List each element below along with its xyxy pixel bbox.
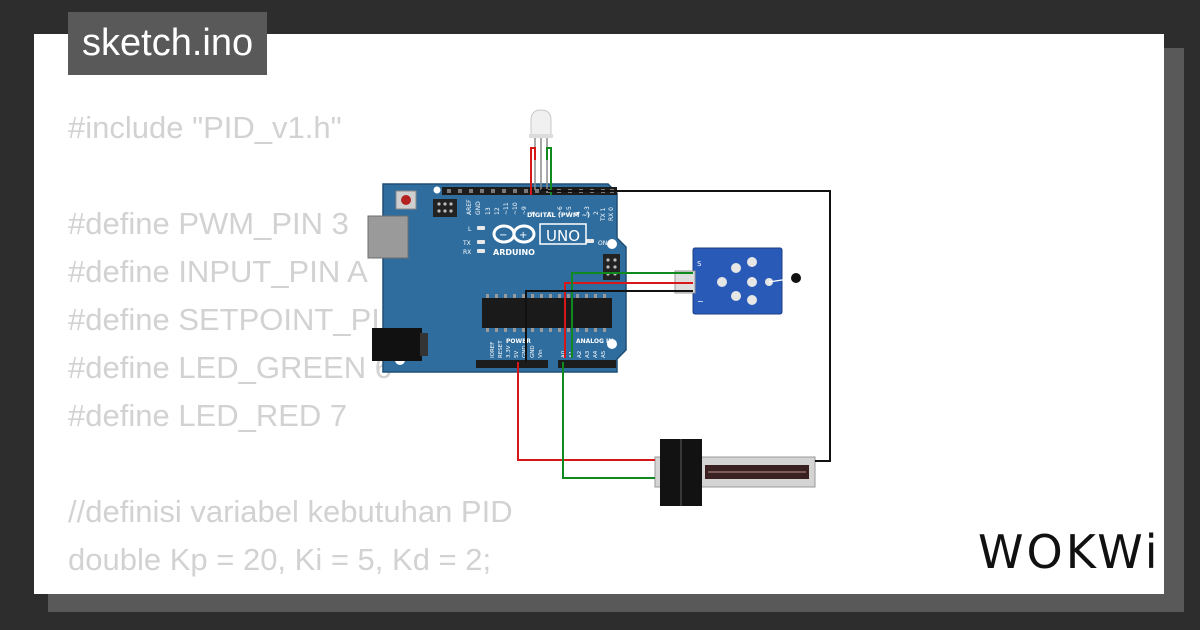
wire-sensor-vcc — [564, 282, 693, 358]
pin-label: AREF — [466, 199, 473, 215]
wire-led-red — [530, 147, 536, 195]
thermistor-icon — [791, 273, 801, 283]
wire-sensor-ground — [525, 290, 693, 362]
pin-label: ~9 — [521, 206, 528, 215]
code-line: //definisi variabel kebutuhan PID — [68, 494, 513, 529]
digital-pin-labels: AREF GND 13 12 ~11 ~10 ~9 8 7 ~6 ~5 4 ~3… — [466, 199, 615, 222]
led-tx-label: TX — [462, 240, 471, 247]
led-rx — [477, 249, 485, 253]
pin-label: A5 — [601, 350, 607, 358]
pin-label: 7 — [548, 211, 555, 215]
usb-connector — [367, 215, 409, 259]
pin-label: GND — [475, 201, 482, 215]
pin-label: IOREF — [490, 342, 496, 358]
led-on — [586, 239, 594, 243]
code-line: #define PWM_PIN 3 — [68, 206, 349, 241]
code-line: #define SETPOINT_PI — [68, 302, 380, 337]
mounting-hole — [433, 186, 441, 194]
sensor-pin-minus: − — [697, 297, 704, 306]
icsp-right-header — [603, 254, 620, 280]
power-jack — [372, 328, 422, 361]
digital-label: DIGITAL (PWM ~) — [527, 211, 590, 219]
svg-text:−: − — [499, 230, 507, 241]
pin-label: ~5 — [566, 206, 573, 215]
icsp-header — [433, 199, 457, 217]
code-line: #define LED_GREEN 6 — [68, 350, 392, 385]
slide-potentiometer[interactable] — [654, 439, 816, 506]
pin-label: GND — [530, 345, 536, 358]
code-line: #define LED_RED 7 — [68, 398, 348, 433]
sensor-pin-s: S — [697, 260, 702, 268]
pin-label: 8 — [530, 211, 537, 215]
code-line: #include "PID_v1.h" — [68, 110, 342, 145]
board-brand: ARDUINO — [493, 248, 535, 257]
mounting-hole — [607, 239, 617, 249]
file-tab[interactable]: sketch.ino — [68, 12, 268, 75]
pin-label: ~6 — [557, 206, 564, 215]
code-line: double Input, Output, — [68, 584, 513, 594]
sensor-pads — [717, 257, 773, 305]
arduino-uno-board[interactable]: AREF GND 13 12 ~11 ~10 ~9 8 7 ~6 ~5 4 ~3… — [367, 183, 627, 373]
pin-label: 5V — [514, 351, 520, 358]
wire-pot-ground — [548, 190, 831, 462]
power-jack-tip — [420, 333, 428, 356]
power-header — [476, 360, 548, 368]
temperature-sensor-module[interactable]: S − — [674, 247, 801, 315]
arduino-logo-icon — [492, 224, 536, 244]
pin-label: ~10 — [512, 202, 519, 215]
digital-header — [442, 187, 617, 195]
led-dome — [530, 109, 552, 137]
wire-pot-signal — [562, 362, 655, 479]
reset-button-cap — [401, 195, 411, 205]
bicolor-led[interactable] — [529, 109, 553, 190]
pin-label: 4 — [575, 211, 582, 215]
analog-label: ANALOG IN — [576, 338, 613, 345]
wire-pot-vcc — [517, 362, 655, 461]
pin-label: RESET — [498, 340, 504, 358]
pin-label: 3.3V — [506, 345, 512, 358]
pin-label: TX 1 — [600, 207, 607, 222]
svg-text:+: + — [519, 230, 527, 241]
analog-header — [558, 360, 616, 368]
led-l — [477, 226, 485, 230]
led-on-label: ON — [598, 240, 607, 247]
code-line: double Kp = 20, Ki = 5, Kd = 2; — [68, 542, 492, 577]
uno-label-box — [539, 223, 587, 245]
pin-label: A2 — [577, 351, 583, 358]
pin-label: Vin — [538, 349, 544, 358]
pin-label: 12 — [494, 207, 501, 215]
mounting-hole — [607, 339, 617, 349]
pin-label: 2 — [593, 211, 600, 215]
wires — [517, 147, 831, 479]
pin-label: ~11 — [503, 202, 510, 215]
led-tx — [477, 240, 485, 244]
pin-label: 13 — [485, 207, 492, 215]
wokwi-logo: WOKWi — [978, 525, 1161, 579]
led-rx-label: RX — [463, 249, 471, 256]
wire-led-green — [546, 147, 552, 195]
pin-label: A3 — [585, 350, 591, 358]
pin-label: RX 0 — [608, 207, 615, 221]
wire-sensor-signal — [571, 272, 693, 358]
atmega-chip — [482, 294, 612, 332]
board-name: UNO — [546, 227, 580, 245]
code-preview: #include "PID_v1.h" #define PWM_PIN 3 #d… — [68, 104, 513, 594]
pin-label: A4 — [593, 350, 599, 358]
led-l-label: L — [468, 226, 472, 233]
code-line: #define INPUT_PIN A — [68, 254, 368, 289]
power-label: POWER — [506, 338, 531, 345]
pin-label: ~3 — [584, 206, 591, 215]
